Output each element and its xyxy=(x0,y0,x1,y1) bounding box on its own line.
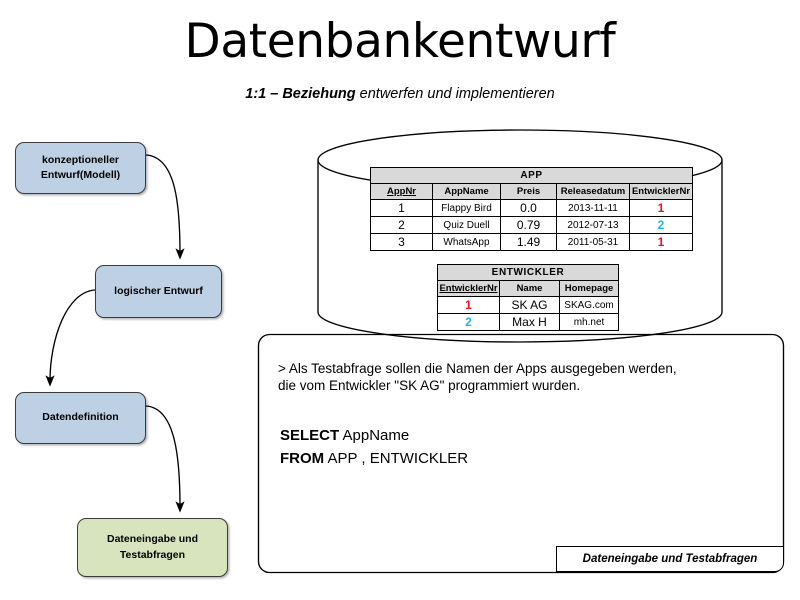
flow-step-line1: konzeptioneller xyxy=(41,153,119,166)
cell-appnr: 3 xyxy=(370,233,433,251)
table-caption-row: APP xyxy=(369,167,694,184)
task-line-2: die vom Entwickler "SK AG" programmiert … xyxy=(278,378,581,394)
cell-releasedatum: 2011-05-31 xyxy=(556,233,630,251)
flow-step-dateneingabe-und-testabfragen[interactable]: Dateneingabe und Testabfragen xyxy=(77,518,228,577)
cell-releasedatum: 2012-07-13 xyxy=(556,216,630,234)
task-line-1: > Als Testabfrage sollen die Namen der A… xyxy=(278,361,677,376)
table-row: 2 Quiz Duell 0.79 2012-07-13 2 xyxy=(370,216,694,234)
sql-select-columns: AppName xyxy=(342,427,410,444)
column-header-entwicklernr: EntwicklerNr xyxy=(437,280,500,297)
cell-entwicklernr: 1 xyxy=(628,199,694,217)
column-header-name: Name xyxy=(499,280,560,297)
table-app: APP AppNr AppName Preis Releasedatum Ent… xyxy=(369,167,694,251)
flow-step-line2: Entwurf(Modell) xyxy=(40,169,121,181)
column-header-appname: AppName xyxy=(432,183,501,200)
cell-preis: 0.0 xyxy=(500,199,557,217)
cell-appname: Flappy Bird xyxy=(432,199,501,217)
cell-appnr: 1 xyxy=(370,199,433,217)
column-header-entwicklernr: EntwicklerNr xyxy=(628,183,694,200)
table-row: 1 SK AG SKAG.com xyxy=(437,296,620,314)
cell-appname: Quiz Duell xyxy=(432,216,501,234)
arrow-datendef-to-eingabe xyxy=(145,405,185,513)
cell-releasedatum: 2013-11-11 xyxy=(556,199,630,217)
cell-entwicklernr: 1 xyxy=(437,296,500,314)
flow-step-label: logischer Entwurf xyxy=(114,284,203,297)
sql-keyword-from: FROM xyxy=(280,450,325,468)
cell-entwicklernr: 2 xyxy=(628,216,694,234)
sql-from-tables: APP , ENTWICKLER xyxy=(327,450,469,468)
flow-step-datendefinition[interactable]: Datendefinition xyxy=(15,392,146,444)
subtitle-rest: entwerfen und implementieren xyxy=(355,86,555,102)
flow-step-label: Dateneingabe und Testabfragen xyxy=(107,532,198,562)
column-header-appnr: AppNr xyxy=(370,183,433,200)
task-description: > Als Testabfrage sollen die Namen der A… xyxy=(278,360,764,394)
column-header-homepage: Homepage xyxy=(558,280,620,297)
table-entwickler-caption: ENTWICKLER xyxy=(436,264,620,281)
cell-entwicklernr: 1 xyxy=(628,233,694,251)
arrow-logisch-to-datendef xyxy=(45,289,96,387)
table-row: 3 WhatsApp 1.49 2011-05-31 1 xyxy=(370,233,694,251)
flow-step-line2: Testabfragen xyxy=(119,548,186,561)
cell-homepage: SKAG.com xyxy=(558,296,620,314)
subtitle-strong: 1:1 – Beziehung xyxy=(245,86,356,102)
flow-step-konzeptioneller-entwurf[interactable]: konzeptioneller Entwurf(Modell) xyxy=(15,142,146,194)
page-title: Datenbankentwurf xyxy=(184,14,616,69)
footer-label-tab: Dateneingabe und Testabfragen xyxy=(556,546,784,572)
cell-name: SK AG xyxy=(499,296,560,314)
table-entwickler: ENTWICKLER EntwicklerNr Name Homepage 1 … xyxy=(436,264,620,331)
table-row: 1 Flappy Bird 0.0 2013-11-11 1 xyxy=(370,199,694,217)
cell-appnr: 2 xyxy=(370,216,433,234)
table-app-caption: APP xyxy=(369,167,694,184)
flow-step-label: konzeptioneller Entwurf(Modell) xyxy=(41,153,120,183)
cell-entwicklernr: 2 xyxy=(437,313,500,331)
column-header-releasedatum: Releasedatum xyxy=(556,183,630,200)
column-header-preis: Preis xyxy=(500,183,557,200)
table-header-row: AppNr AppName Preis Releasedatum Entwick… xyxy=(370,183,694,200)
page-subtitle: 1:1 – Beziehung entwerfen und implementi… xyxy=(0,86,800,102)
footer-label-text: Dateneingabe und Testabfragen xyxy=(582,553,758,565)
table-caption-row: ENTWICKLER xyxy=(436,264,620,281)
cell-preis: 1.49 xyxy=(500,233,557,251)
flow-step-line1: Dateneingabe und xyxy=(106,533,198,546)
cell-name: Max H xyxy=(499,313,560,331)
cell-appname: WhatsApp xyxy=(432,233,501,251)
sql-from-line: FROM APP , ENTWICKLER xyxy=(280,447,760,470)
flow-step-label: Datendefinition xyxy=(42,411,119,424)
sql-statement: SELECT AppName FROM APP , ENTWICKLER xyxy=(280,424,760,471)
table-header-row: EntwicklerNr Name Homepage xyxy=(437,280,620,297)
cell-homepage: mh.net xyxy=(558,313,620,331)
cell-preis: 0.79 xyxy=(500,216,557,234)
arrow-konzept-to-logisch xyxy=(145,154,185,260)
table-row: 2 Max H mh.net xyxy=(437,313,620,331)
sql-keyword-select: SELECT xyxy=(280,427,340,444)
flow-step-logischer-entwurf[interactable]: logischer Entwurf xyxy=(95,265,222,318)
sql-select-line: SELECT AppName xyxy=(280,424,760,447)
